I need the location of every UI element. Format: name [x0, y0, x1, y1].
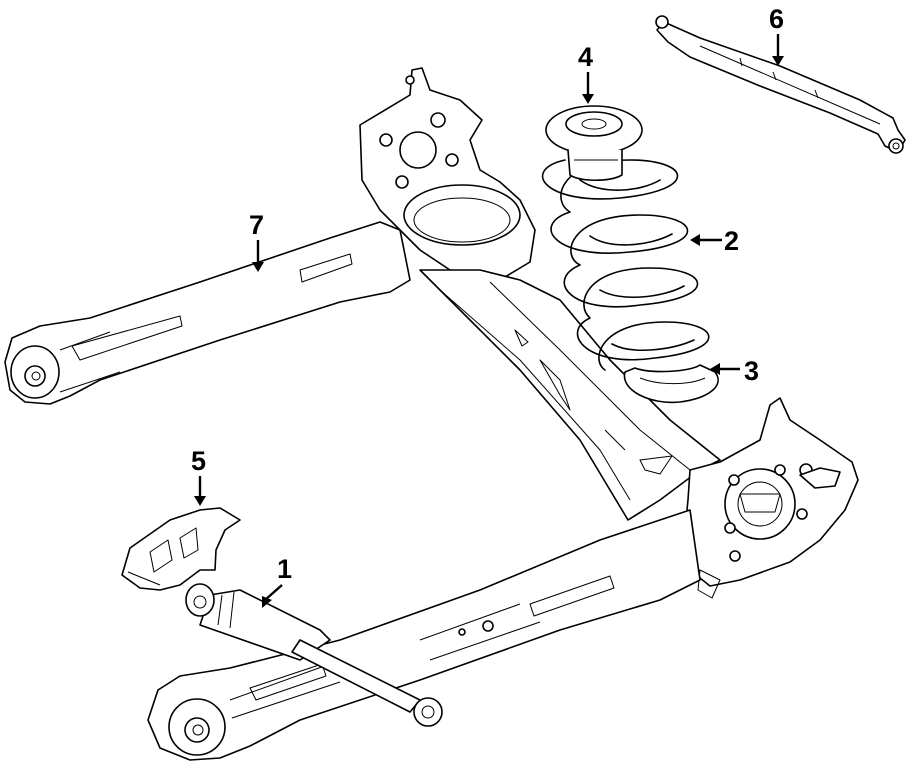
rear-axle-beam-part[interactable] — [4, 67, 859, 761]
lower-spring-insulator-part[interactable] — [623, 364, 719, 404]
upper-spring-insulator-part[interactable] — [545, 105, 643, 182]
shock-mount-bracket-part[interactable] — [121, 507, 241, 591]
callout-7-label: 7 — [249, 210, 264, 240]
lateral-link-part[interactable] — [655, 15, 906, 154]
callout-6-label: 6 — [769, 4, 784, 34]
callout-2-label: 2 — [724, 226, 739, 256]
shock-absorber-part[interactable] — [185, 583, 443, 727]
callout-3-label: 3 — [744, 356, 759, 386]
coil-spring-part[interactable] — [541, 159, 710, 371]
callout-arrows — [194, 34, 784, 608]
callout-4-label: 4 — [578, 42, 593, 72]
callout-1-label: 1 — [277, 554, 292, 584]
callout-5-label: 5 — [191, 446, 206, 476]
callout-labels: 1 2 3 4 5 6 7 — [191, 4, 784, 584]
